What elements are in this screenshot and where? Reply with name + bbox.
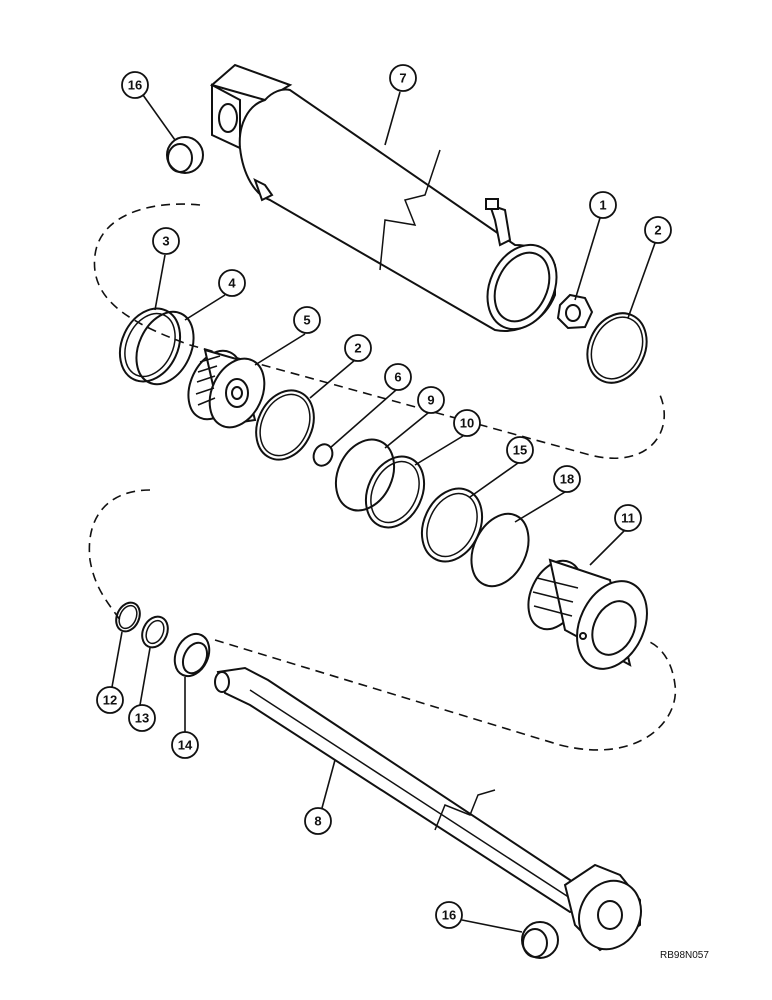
callout-13: 13	[128, 704, 156, 732]
part-1-nut	[556, 293, 594, 330]
callout-3: 3	[152, 227, 180, 255]
callout-11: 11	[614, 504, 642, 532]
svg-text:2: 2	[654, 223, 661, 238]
leader-8	[321, 759, 336, 809]
part-13-ring	[141, 615, 169, 649]
callout-14: 14	[171, 731, 199, 759]
leader-4	[184, 294, 226, 321]
leader-10	[414, 435, 464, 466]
svg-text:6: 6	[394, 370, 401, 385]
leader-16-top	[142, 94, 176, 141]
svg-text:5: 5	[303, 313, 310, 328]
leader-13	[139, 647, 151, 706]
upper-seal-kit-dashed-loop	[93, 203, 665, 460]
leader-11	[589, 529, 626, 566]
svg-text:2: 2	[354, 341, 361, 356]
callout-10: 10	[453, 409, 481, 437]
callout-16-bottom: 16	[435, 901, 463, 929]
svg-text:14: 14	[178, 738, 193, 753]
part-7-cylinder-barrel	[209, 63, 558, 332]
svg-text:9: 9	[427, 393, 434, 408]
callout-15: 15	[506, 436, 534, 464]
part-5-piston	[187, 348, 266, 429]
callout-6: 6	[384, 363, 412, 391]
part-16-bushing-bottom	[521, 921, 559, 959]
leader-16-bottom	[461, 919, 523, 933]
svg-text:13: 13	[135, 711, 149, 726]
part-3-wear-ring	[118, 307, 182, 383]
svg-text:16: 16	[442, 908, 456, 923]
part-6-small-o-ring	[312, 443, 334, 467]
leader-5	[254, 333, 306, 366]
leader-6	[329, 389, 397, 449]
callout-1: 1	[589, 191, 617, 219]
leader-9	[384, 412, 429, 449]
svg-text:8: 8	[314, 814, 321, 829]
leader-3	[154, 254, 166, 311]
callout-2-upper: 2	[644, 216, 672, 244]
lower-seal-kit-dashed-loop	[88, 489, 677, 751]
callout-5: 5	[293, 306, 321, 334]
svg-text:10: 10	[460, 416, 474, 431]
callout-8: 8	[304, 807, 332, 835]
callout-7: 7	[389, 64, 417, 92]
callout-2-middle: 2	[344, 334, 372, 362]
part-9-o-ring	[334, 438, 396, 512]
part-8-piston-rod	[214, 666, 642, 952]
leader-15	[469, 462, 519, 498]
part-16-bushing-top	[166, 136, 204, 174]
callout-12: 12	[96, 686, 124, 714]
svg-text:11: 11	[621, 511, 635, 526]
part-4-seal	[135, 310, 195, 386]
leader-18	[514, 491, 566, 523]
leader-12	[111, 631, 123, 688]
part-10-backup-ring	[364, 455, 426, 529]
leader-2-middle	[309, 359, 356, 399]
part-12-ring	[115, 601, 141, 633]
callout-4: 4	[218, 269, 246, 297]
svg-text:1: 1	[599, 198, 606, 213]
svg-text:4: 4	[228, 276, 236, 291]
callout-16-top: 16	[121, 71, 149, 99]
part-14-wiper	[173, 632, 211, 678]
part-2-ring-upper	[586, 312, 648, 384]
svg-text:15: 15	[513, 443, 527, 458]
svg-text:3: 3	[162, 234, 169, 249]
callout-9: 9	[417, 386, 445, 414]
leader-2-upper	[627, 242, 656, 319]
part-18-o-ring	[470, 512, 530, 588]
svg-text:7: 7	[399, 71, 406, 86]
reference-code: RB98N057	[660, 950, 709, 961]
part-11-gland	[527, 558, 648, 670]
part-2-ring-middle	[255, 389, 315, 461]
svg-text:16: 16	[128, 78, 142, 93]
leader-7	[384, 91, 401, 146]
callout-18: 18	[553, 465, 581, 493]
leader-1	[574, 217, 601, 301]
svg-text:18: 18	[560, 472, 574, 487]
svg-text:12: 12	[103, 693, 117, 708]
